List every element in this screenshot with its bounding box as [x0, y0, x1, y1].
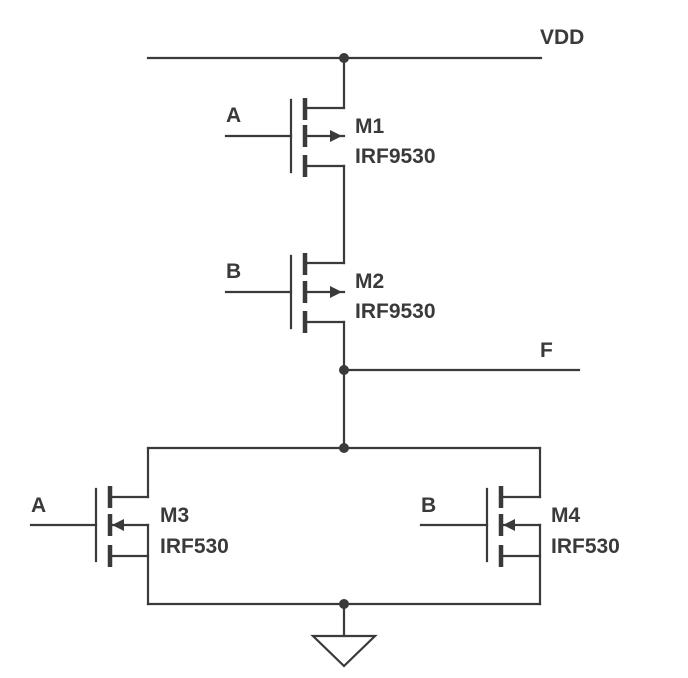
m2-arrow-icon — [330, 286, 342, 298]
m1-part-label: IRF9530 — [355, 145, 436, 168]
ground-symbol-icon — [310, 634, 378, 668]
m3-part-label: IRF530 — [160, 535, 229, 558]
m3-arrow-icon — [112, 519, 124, 531]
transistor-m1: A M1 IRF9530 — [224, 56, 436, 177]
m3-gate-label: A — [31, 494, 46, 517]
m1-ref-label: M1 — [355, 115, 384, 138]
transistor-m2: B M2 IRF9530 — [224, 253, 436, 333]
m4-arrow-icon — [503, 519, 515, 531]
vdd-label: VDD — [540, 26, 584, 49]
m4-part-label: IRF530 — [551, 535, 620, 558]
m2-gate-label: B — [226, 260, 241, 283]
m1-gate-label: A — [226, 104, 241, 127]
transistor-m3: A M3 IRF530 — [29, 446, 229, 606]
m3-ref-label: M3 — [160, 504, 189, 527]
output-junction — [339, 365, 349, 375]
m1-arrow-icon — [330, 130, 342, 142]
m2-ref-label: M2 — [355, 270, 384, 293]
m2-part-label: IRF9530 — [355, 300, 436, 323]
m4-gate-label: B — [421, 494, 436, 517]
output-label: F — [540, 339, 553, 362]
nmos-top-junction — [339, 443, 349, 453]
m4-ref-label: M4 — [551, 504, 580, 527]
transistor-m4: B M4 IRF530 — [419, 446, 620, 606]
